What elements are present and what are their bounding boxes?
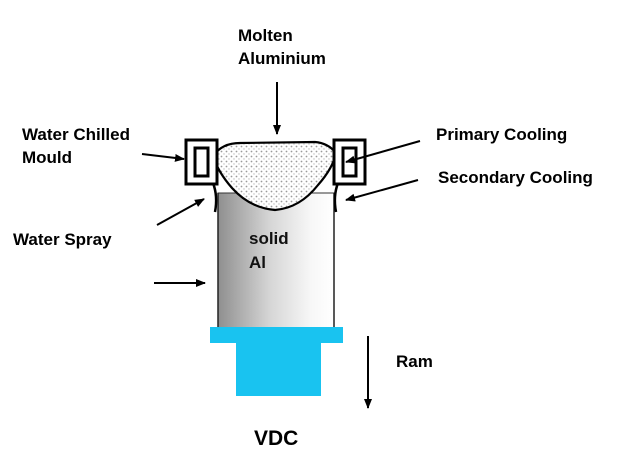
mould-label-1: Water Chilled — [22, 125, 130, 144]
solid-label: solid — [249, 229, 289, 248]
right-mould — [332, 138, 367, 213]
secondary-cooling-label: Secondary Cooling — [438, 168, 593, 187]
mould-arrow — [141, 153, 185, 162]
molten-label-1: Molten — [238, 26, 293, 45]
solid-ingot — [217, 192, 335, 329]
secondary-arrow — [345, 179, 419, 202]
ram-label: Ram — [396, 352, 433, 371]
ram-platform — [210, 327, 343, 343]
molten-label-2: Aluminium — [238, 49, 326, 68]
al-label: Al — [249, 253, 266, 272]
primary-cooling-label: Primary Cooling — [436, 125, 567, 144]
vdc-title: VDC — [254, 427, 298, 450]
mould-label-2: Mould — [22, 148, 72, 167]
spray-arrow — [156, 198, 205, 226]
primary-arrow — [345, 140, 421, 164]
left-mould — [184, 138, 219, 213]
molten-pool — [211, 140, 338, 212]
ram-stem — [236, 343, 321, 396]
water-spray-label: Water Spray — [13, 230, 112, 249]
